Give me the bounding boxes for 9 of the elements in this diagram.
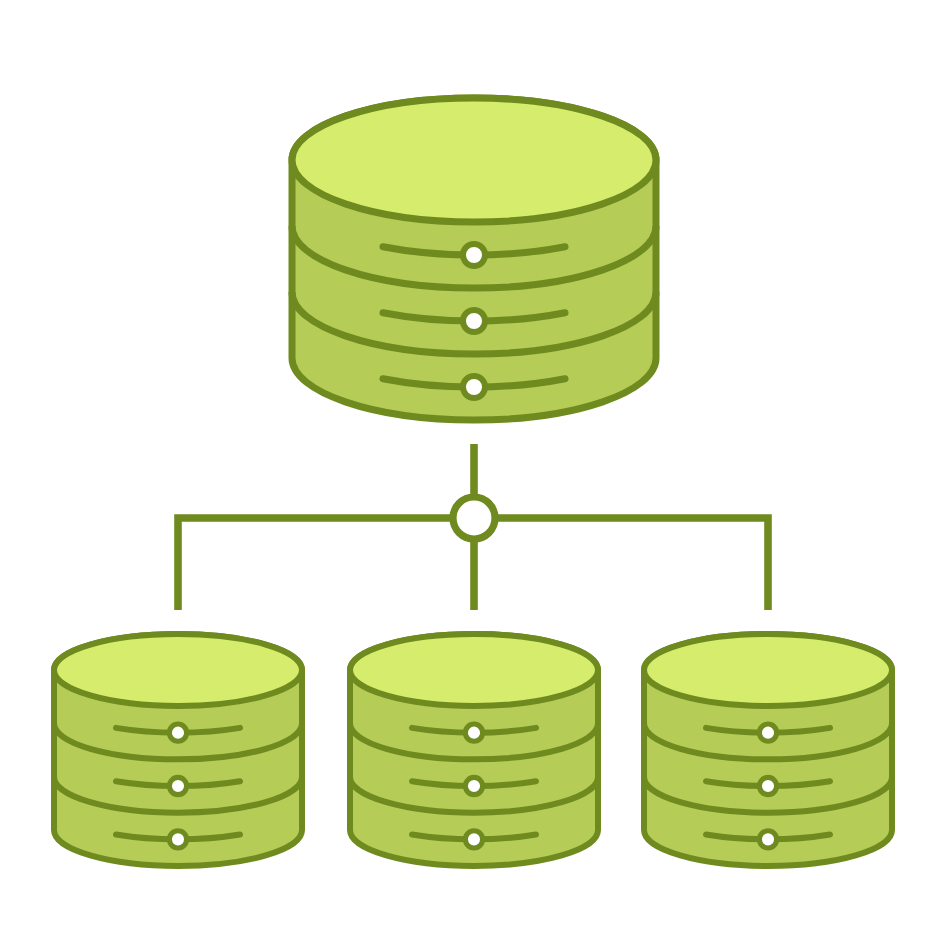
database-cylinder xyxy=(641,631,895,869)
connector-line xyxy=(470,444,478,497)
database-cylinder xyxy=(288,94,660,424)
connector-line xyxy=(174,514,453,610)
junction-circle xyxy=(449,493,499,543)
connector-line xyxy=(470,539,478,610)
database-cylinder xyxy=(347,631,601,869)
connector-line xyxy=(495,514,772,610)
database-cylinder xyxy=(51,631,305,869)
